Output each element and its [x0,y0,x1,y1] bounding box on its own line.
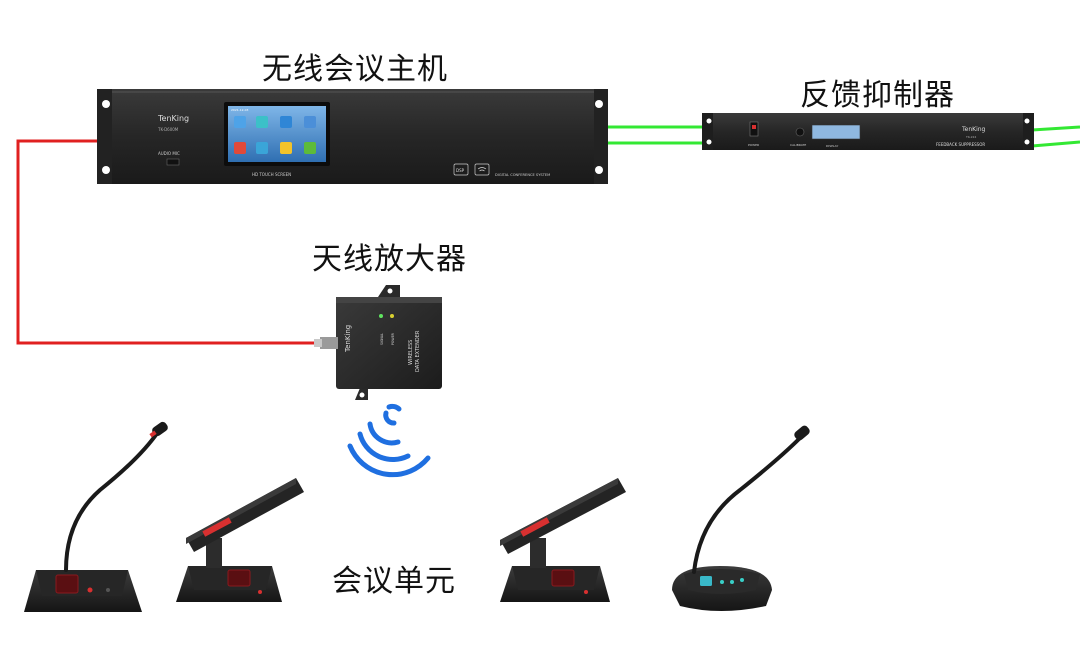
svg-text:TK-224: TK-224 [965,135,976,139]
amplifier-brand: TenKing [344,325,352,353]
host-wifi-icon [474,163,490,176]
host-brand: TenKing [157,114,189,123]
svg-text:DISPLAY: DISPLAY [826,144,838,148]
svg-text:DATA EXTENDER: DATA EXTENDER [415,330,421,372]
svg-text:SIGNAL: SIGNAL [380,333,384,345]
antenna-amplifier-label: 天线放大器 [312,242,467,277]
feedback-suppressor-label: 反馈抑制器 [800,78,955,113]
host-screen-app-icons [234,116,316,154]
feedback-display [811,124,861,140]
wireless-conference-host: TenKing TK-D600M AUDIO MIC 2021-12-03 HD… [97,89,608,184]
host-model: TK-D600M [157,127,179,132]
host-screen-caption: HD TOUCH SCREEN [252,172,291,177]
conference-unit-bar-1 [176,478,304,602]
feedback-name-label: FEEDBACK SUPPRESSOR [936,142,985,147]
wireless-signal-icon [347,403,431,478]
red-cable [16,139,320,345]
host-dsp-label: DSP [456,168,465,173]
feedback-brand: TenKing [961,126,986,133]
svg-text:WIRELESS: WIRELESS [408,340,414,365]
power-led [390,314,394,318]
conference-unit-bar-2 [500,478,626,602]
svg-text:CALIBRATE: CALIBRATE [790,143,806,147]
svg-text:POWER: POWER [748,143,759,147]
signal-led [379,314,383,318]
feedback-suppressor-device: POWER CALIBRATE DISPLAY TenKing TK-224 F… [702,113,1034,150]
host-system-label: DIGITAL CONFERENCE SYSTEM [495,173,550,177]
antenna-amplifier-device: TenKing SIGNAL POWER WIRELESS DATA EXTEN… [314,285,442,400]
conference-unit-label: 会议单元 [332,564,456,599]
green-cable-out-top [1031,125,1080,132]
conference-unit-gooseneck-2 [672,425,810,611]
green-cable-out-bottom [1031,140,1080,148]
host-audio-label: AUDIO MIC [158,151,180,156]
conference-unit-gooseneck-1 [24,421,168,612]
host-label: 无线会议主机 [262,52,448,87]
svg-text:2021-12-03: 2021-12-03 [231,108,249,112]
svg-text:POWER: POWER [391,332,395,345]
